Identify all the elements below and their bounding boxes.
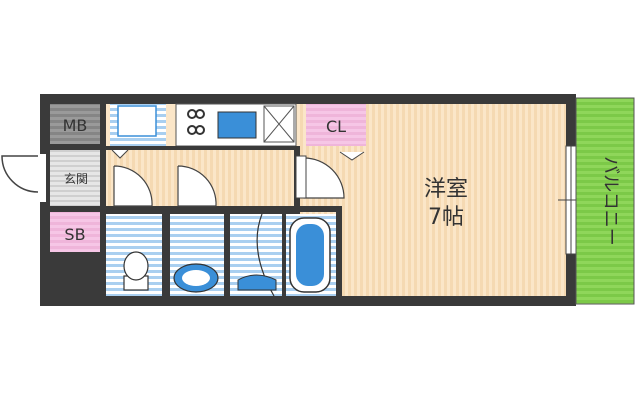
balcony bbox=[575, 97, 635, 305]
wall-segment bbox=[162, 212, 170, 298]
entrance bbox=[50, 150, 100, 206]
meter-box bbox=[50, 104, 100, 144]
wall-segment bbox=[224, 212, 230, 298]
washer-pan bbox=[117, 105, 157, 137]
washbasin-bowl bbox=[182, 270, 210, 286]
shoe-box-label: SB bbox=[64, 225, 85, 244]
main-room-name: 洋室 bbox=[424, 177, 468, 202]
fridge-cross-icon bbox=[263, 105, 295, 143]
washroom-door-swing bbox=[177, 165, 217, 207]
wall-segment bbox=[100, 146, 300, 150]
entrance-door-opening bbox=[36, 154, 46, 202]
room-door-leaf bbox=[295, 155, 307, 199]
shoe-box bbox=[50, 212, 100, 252]
wall-segment bbox=[100, 206, 340, 212]
shower-tray-icon bbox=[237, 274, 277, 291]
wall-lower-left bbox=[50, 258, 100, 298]
toilet-door-swing bbox=[113, 165, 153, 207]
wall-segment bbox=[100, 212, 106, 298]
sink-icon bbox=[217, 111, 257, 139]
room-door-swing bbox=[303, 157, 345, 199]
bathtub-basin bbox=[296, 224, 324, 286]
entrance-door-swing bbox=[1, 155, 39, 193]
closet-door-icon bbox=[339, 151, 365, 161]
meter-box-label: MB bbox=[63, 116, 88, 135]
closet-label: CL bbox=[326, 117, 346, 136]
stove-icon bbox=[187, 109, 205, 135]
kitchen-door-marker bbox=[111, 149, 129, 159]
toilet-icon bbox=[123, 251, 149, 291]
main-room-size: 7帖 bbox=[428, 205, 464, 230]
wall-segment bbox=[336, 206, 342, 298]
balcony-label: バルコニー bbox=[600, 156, 621, 246]
closet bbox=[306, 104, 366, 146]
entrance-label: 玄関 bbox=[64, 171, 88, 186]
